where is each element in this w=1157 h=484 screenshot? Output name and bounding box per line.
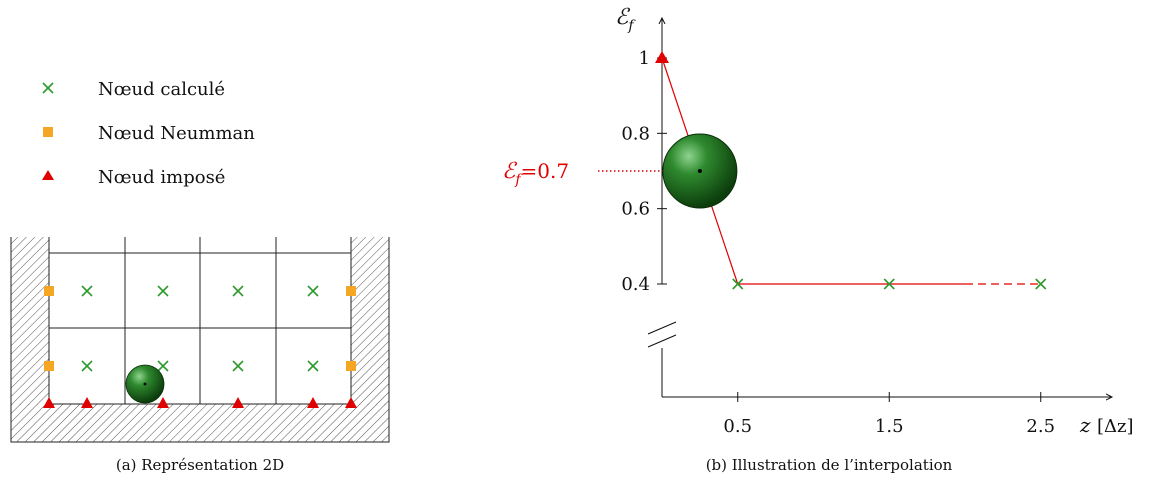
legend-item-computed: Nœud calculé [42, 79, 225, 100]
cross-marker-icon [307, 285, 319, 297]
value-annotation: ℰf=0.7 [502, 159, 569, 188]
x-tick-label: 0.5 [723, 416, 752, 437]
particle-sphere-icon [662, 133, 738, 209]
legend-label-computed: Nœud calculé [98, 79, 225, 100]
y-tick-label: 0.4 [621, 274, 650, 295]
particle-sphere-icon [125, 364, 165, 404]
legend-label-neumann: Nœud Neumman [98, 123, 255, 144]
x-axis-label: z [Δz] [1079, 413, 1134, 437]
y-tick-label: 1 [639, 48, 650, 69]
legend-item-neumann: Nœud Neumman [43, 123, 255, 144]
triangle-marker-icon [42, 170, 54, 180]
cross-marker-icon [42, 82, 54, 94]
cross-marker-icon [81, 360, 93, 372]
cross-marker-icon [1035, 278, 1047, 290]
triangle-marker-icon [232, 397, 244, 408]
triangle-marker-icon [345, 397, 357, 408]
caption-left: (a) Représentation 2D [116, 456, 284, 474]
cross-marker-icon [732, 278, 744, 290]
x-axis-symbol: z [1079, 413, 1091, 437]
imposed-nodes [43, 397, 357, 408]
y-tick-label: 0.8 [621, 123, 650, 144]
right-wall [351, 237, 389, 405]
cross-marker-icon [232, 285, 244, 297]
cross-marker-icon [307, 360, 319, 372]
y-tick-label: 0.6 [621, 199, 650, 220]
plot-markers [655, 51, 1047, 290]
x-ticks: 0.5 1.5 2.5 [723, 392, 1055, 437]
triangle-marker-icon [81, 397, 93, 408]
triangle-marker-icon [655, 51, 669, 63]
y-axis-label: ℰf [615, 5, 636, 34]
interpolation-plot: ℰf z [Δz] 1 0.8 0.6 0.4 0.5 1.5 2.5 ℰf=0.7 [502, 5, 1134, 437]
square-marker-icon [43, 127, 53, 137]
legend: Nœud calculé Nœud Neumman Nœud imposé [42, 79, 255, 188]
x-tick-label: 2.5 [1026, 416, 1055, 437]
cross-marker-icon [157, 285, 169, 297]
neumann-nodes [44, 286, 356, 371]
square-marker-icon [44, 286, 54, 296]
triangle-marker-icon [307, 397, 319, 408]
triangle-marker-icon [43, 397, 55, 408]
axis-break-icon [647, 321, 677, 348]
x-tick-label: 1.5 [875, 416, 904, 437]
cross-marker-icon [81, 285, 93, 297]
bottom-wall [11, 404, 389, 442]
square-marker-icon [44, 361, 54, 371]
x-axis-unit: [Δz] [1097, 416, 1134, 437]
cross-marker-icon [883, 278, 895, 290]
y-ticks: 1 0.8 0.6 0.4 [621, 48, 667, 295]
cross-marker-icon [232, 360, 244, 372]
left-wall [11, 237, 49, 405]
caption-right: (b) Illustration de l’interpolation [706, 456, 953, 474]
grid-2d [10, 237, 390, 443]
legend-item-imposed: Nœud imposé [42, 167, 225, 188]
triangle-marker-icon [157, 397, 169, 408]
legend-label-imposed: Nœud imposé [98, 167, 225, 188]
computed-nodes [81, 285, 319, 372]
square-marker-icon [346, 361, 356, 371]
cross-marker-icon [157, 360, 169, 372]
square-marker-icon [346, 286, 356, 296]
